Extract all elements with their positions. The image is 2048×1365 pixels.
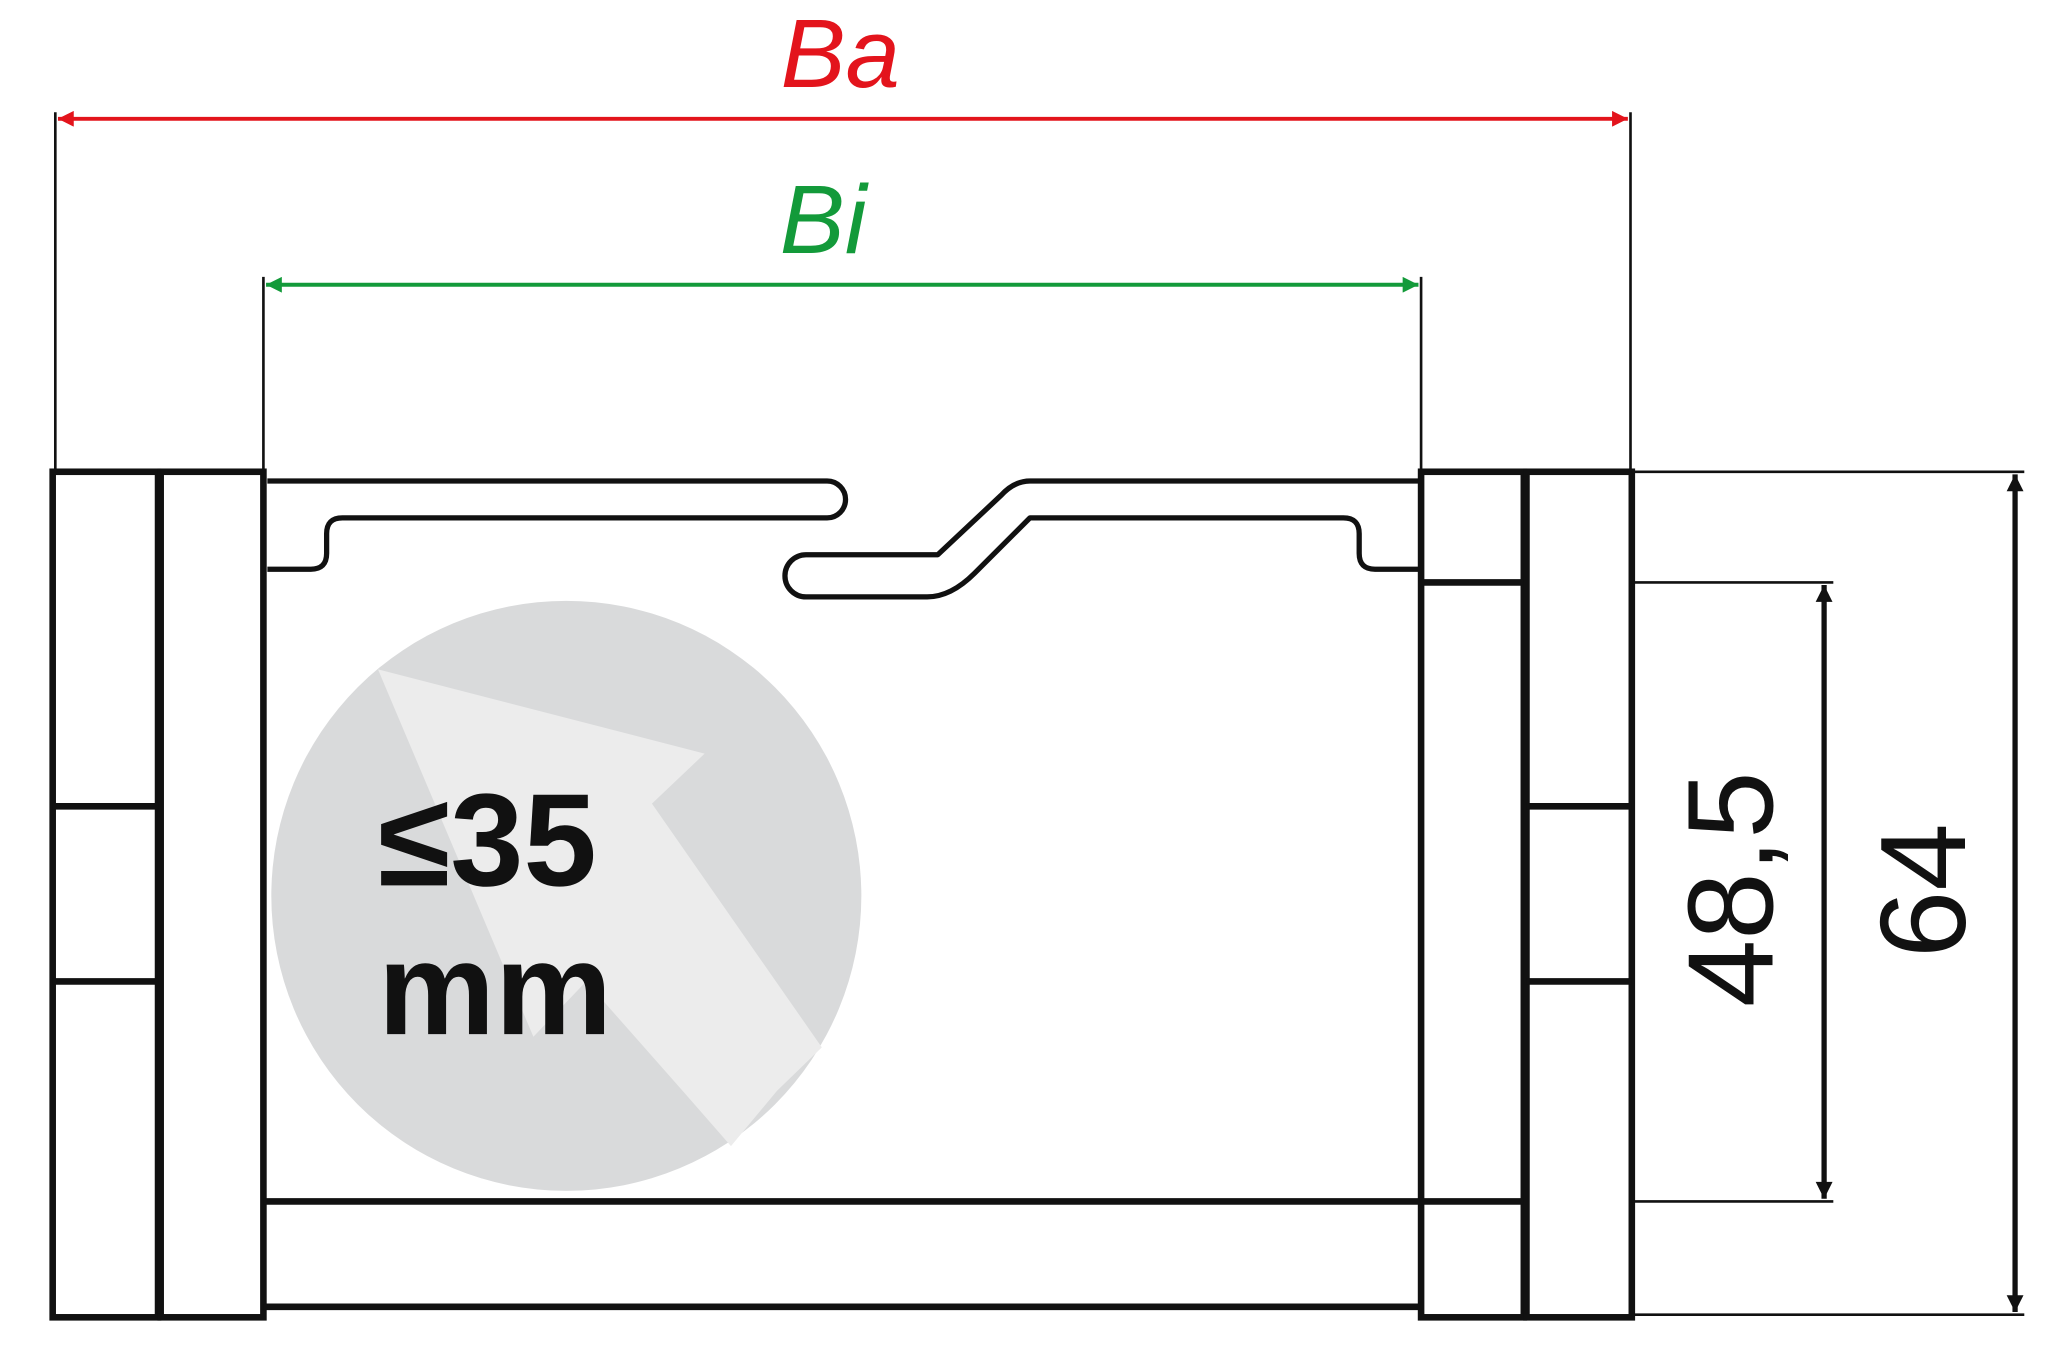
inner-width-dimension: Bi	[262, 165, 1423, 472]
cable-diameter-indicator: ≤35 mm	[271, 600, 862, 1191]
opening-crossbar	[267, 478, 1419, 600]
outer-height-value: 64	[1855, 823, 1991, 958]
inner-height-value: 48,5	[1663, 771, 1799, 1007]
left-side-outer-bar	[49, 468, 162, 1321]
outer-width-label: Ba	[781, 0, 900, 108]
crossbar-right-half	[782, 478, 1419, 600]
left-side-inner-bar	[157, 468, 267, 1321]
cable-diameter-arrow	[377, 669, 822, 1147]
crossbar-left-half	[267, 478, 849, 572]
right-side-plate	[1417, 468, 1636, 1321]
left-side-plate	[49, 468, 267, 1321]
cable-size-value: ≤35	[378, 766, 597, 913]
right-side-outer-bar	[1523, 468, 1636, 1321]
inner-width-label: Bi	[780, 165, 869, 274]
outer-height-dimension: 64	[1631, 470, 2025, 1316]
inner-height-dimension: 48,5	[1631, 581, 1834, 1203]
right-side-inner-bar	[1417, 468, 1528, 1321]
outer-width-dimension: Ba	[53, 0, 1632, 472]
cable-size-unit: mm	[378, 915, 612, 1062]
bottom-crossbar	[263, 1198, 1422, 1311]
